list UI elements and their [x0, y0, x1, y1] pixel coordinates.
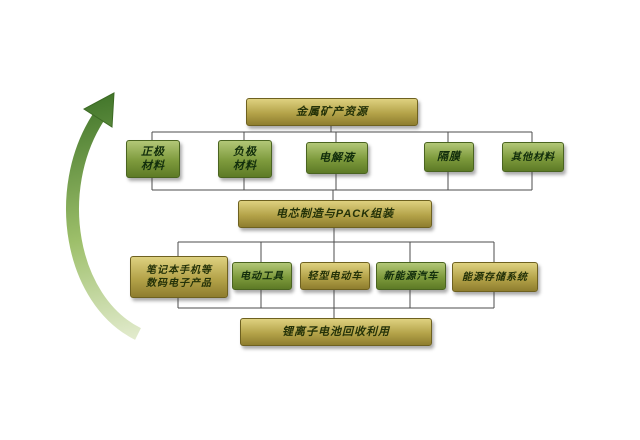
node-light-electric-vehicles: 轻型电动车 [300, 262, 370, 290]
node-label: 轻型电动车 [307, 270, 363, 282]
node-metal-mineral-resources: 金属矿产资源 [246, 98, 418, 126]
node-label: 其他材料 [511, 151, 555, 163]
node-label: 金属矿产资源 [296, 105, 368, 118]
node-label: 锂离子电池回收利用 [282, 325, 390, 338]
node-new-energy-vehicles: 新能源汽车 [376, 262, 446, 290]
node-energy-storage-systems: 能源存储系统 [452, 262, 538, 292]
node-other-materials: 其他材料 [502, 142, 564, 172]
node-label: 电解液 [319, 151, 355, 164]
node-digital-electronics: 笔记本手机等 数码电子产品 [130, 256, 228, 298]
node-separator: 隔膜 [424, 142, 474, 172]
node-cathode-material: 正极 材料 [126, 140, 180, 178]
node-label: 隔膜 [437, 150, 461, 163]
node-label-line1: 负极 [233, 145, 257, 158]
node-cell-pack-assembly: 电芯制造与PACK组装 [238, 200, 432, 228]
node-label-line2: 数码电子产品 [146, 278, 212, 289]
node-label: 电动工具 [240, 270, 284, 282]
node-battery-recycling: 锂离子电池回收利用 [240, 318, 432, 346]
node-label-line2: 材料 [233, 160, 257, 172]
node-power-tools: 电动工具 [232, 262, 292, 290]
node-label: 能源存储系统 [462, 271, 528, 283]
node-label: 新能源汽车 [383, 270, 439, 282]
node-anode-material: 负极 材料 [218, 140, 272, 178]
node-label-line1: 笔记本手机等 [146, 265, 212, 276]
node-label: 电芯制造与PACK组装 [275, 207, 395, 220]
node-label-line2: 材料 [141, 160, 165, 172]
node-electrolyte: 电解液 [306, 142, 368, 174]
node-label-line1: 正极 [141, 145, 165, 158]
